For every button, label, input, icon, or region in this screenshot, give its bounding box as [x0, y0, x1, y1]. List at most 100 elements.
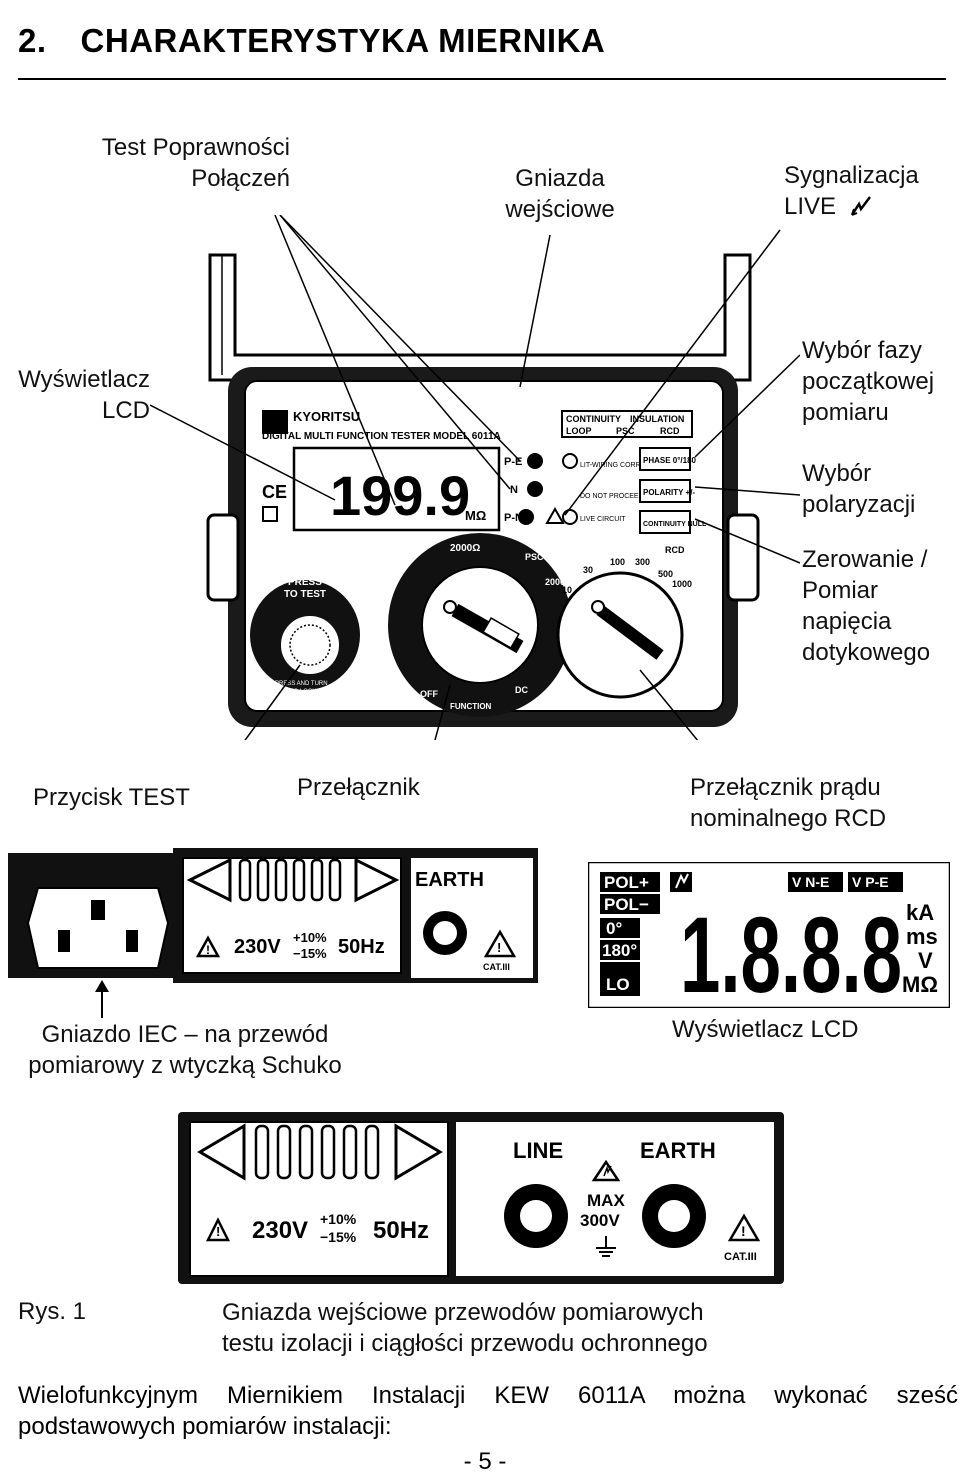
- label-test-connections: Test Poprawności Połączeń: [101, 134, 290, 192]
- label-input-sockets: Gniazda wejściowe: [505, 165, 615, 223]
- svg-text:LIVE CIRCUIT: LIVE CIRCUIT: [580, 516, 626, 523]
- label-live-signal: Sygnalizacja LIVE: [784, 162, 919, 220]
- label-function-switch: Przełącznik: [297, 774, 420, 801]
- svg-text:300: 300: [635, 557, 650, 567]
- section-title: CHARAKTERYSTYKA MIERNIKA: [80, 22, 606, 59]
- continuity-null-button[interactable]: [639, 510, 691, 534]
- svg-text:RCD: RCD: [665, 545, 685, 555]
- label-lcd-top: Wyświetlacz LCD: [18, 366, 150, 424]
- rcd-dial[interactable]: [556, 571, 684, 699]
- warning-icon-left: [205, 1217, 231, 1242]
- svg-text:+10%: +10%: [320, 1211, 357, 1227]
- svg-text:CONTINUITY: CONTINUITY: [566, 414, 621, 424]
- svg-text:POL+: POL+: [604, 873, 649, 892]
- svg-text:LOOP: LOOP: [566, 426, 592, 436]
- heading-rule: [18, 78, 946, 80]
- svg-text:DO NOT PROCEED: DO NOT PROCEED: [580, 493, 644, 500]
- svg-text:V: V: [918, 948, 933, 973]
- svg-text:−15%: −15%: [293, 946, 327, 961]
- svg-text:MAX: MAX: [587, 1191, 625, 1210]
- svg-text:V P-E: V P-E: [852, 874, 889, 890]
- svg-text:PSC: PSC: [616, 426, 635, 436]
- label-test-button: Przycisk TEST: [33, 784, 190, 811]
- svg-text:LINE: LINE: [513, 1138, 563, 1163]
- svg-text:PSC: PSC: [525, 552, 544, 562]
- label-iec-socket: Gniazdo IEC – na przewód pomiarowy z wty…: [28, 1021, 342, 1079]
- svg-text:LO: LO: [606, 975, 630, 994]
- svg-text:230V: 230V: [234, 936, 281, 958]
- lcd-digits: 1.8.8.8: [680, 894, 902, 1008]
- svg-text:DC: DC: [515, 685, 528, 695]
- svg-text:300V: 300V: [580, 1211, 620, 1230]
- figure-caption: Gniazda wejściowe przewodów pomiarowych …: [222, 1299, 708, 1357]
- meter-illustration: KYORITSU DIGITAL MULTI FUNCTION TESTER M…: [150, 215, 800, 740]
- ground-icon: [596, 1236, 616, 1257]
- svg-text:V N-E: V N-E: [792, 874, 829, 890]
- warning-icon: [195, 935, 221, 958]
- svg-text:50Hz: 50Hz: [338, 936, 385, 958]
- svg-text:100: 100: [610, 557, 625, 567]
- label-zero-touch: Zerowanie / Pomiar napięcia dotykowego: [802, 546, 931, 666]
- brand-text: KYORITSU: [293, 409, 360, 424]
- svg-text:EARTH: EARTH: [640, 1138, 716, 1163]
- live-warning-icon: [850, 196, 871, 216]
- svg-text:2000Ω: 2000Ω: [450, 543, 480, 554]
- leader-lines: [150, 215, 800, 740]
- svg-text:MΩ: MΩ: [465, 508, 486, 523]
- svg-text:TO TEST: TO TEST: [284, 589, 326, 600]
- svg-text:180°: 180°: [602, 941, 637, 960]
- lcd-panel: POL+ POL− 0° 180° LO V N-E V P-E 1.8.8.8…: [588, 862, 950, 1008]
- svg-text:kA: kA: [906, 900, 934, 925]
- svg-text:CAT.III: CAT.III: [724, 1251, 757, 1263]
- svg-text:N: N: [510, 484, 518, 496]
- svg-text:FUNCTION: FUNCTION: [450, 702, 492, 711]
- label-rcd-current-switch: Przełącznik prądu nominalnego RCD: [690, 774, 887, 832]
- svg-text:PRESS AND TURN: PRESS AND TURN: [275, 681, 328, 687]
- section-heading: 2. CHARAKTERYSTYKA MIERNIKA: [18, 22, 605, 60]
- svg-text:PRESS: PRESS: [288, 577, 322, 588]
- svg-text:TO LOCK: TO LOCK: [290, 689, 316, 695]
- svg-text:CAT.III: CAT.III: [483, 962, 510, 972]
- svg-text:MΩ: MΩ: [902, 972, 938, 997]
- svg-text:P-E: P-E: [504, 456, 522, 468]
- svg-text:230V: 230V: [252, 1217, 308, 1244]
- svg-text:LOOP: LOOP: [388, 555, 414, 565]
- figure-label: Rys. 1: [18, 1298, 87, 1325]
- phase-button[interactable]: [639, 447, 691, 471]
- warning-icon-right: [727, 1213, 761, 1242]
- svg-text:2000A: 2000A: [545, 577, 572, 587]
- page-number: - 5 -: [463, 1448, 507, 1475]
- svg-text:PHASE 0°/180: PHASE 0°/180: [643, 456, 697, 465]
- top-lcd-display: [292, 446, 501, 532]
- svg-text:10: 10: [562, 585, 572, 595]
- svg-text:!: !: [206, 943, 210, 957]
- svg-text:!: !: [497, 940, 501, 955]
- line-earth-panel: ! 230V +10% −15% 50Hz LINE EARTH MAX 300…: [178, 1112, 784, 1284]
- arrow-up-icon: [95, 980, 109, 1018]
- paragraph-line-1: Wielofunkcyjnym Miernikiem Instalacji KE…: [18, 1382, 958, 1409]
- svg-text:!: !: [741, 1223, 746, 1239]
- live-indicator-icon: [675, 873, 689, 889]
- lcd-reading: 199.9: [330, 464, 470, 527]
- section-number: 2.: [18, 22, 47, 59]
- svg-text:!: !: [216, 1224, 220, 1239]
- label-polarity-select: Wybór polaryzacji: [802, 460, 916, 518]
- svg-text:−15%: −15%: [320, 1229, 357, 1245]
- paragraph-line-2: podstawowych pomiarów instalacji:: [18, 1413, 392, 1440]
- polarity-button[interactable]: [639, 479, 691, 503]
- model-text: DIGITAL MULTI FUNCTION TESTER MODEL 6011…: [262, 431, 501, 442]
- label-phase-select: Wybór fazy początkowej pomiaru: [802, 337, 935, 426]
- svg-text:INSULATION: INSULATION: [630, 414, 684, 424]
- svg-text:1000: 1000: [672, 579, 692, 589]
- iec-panel: ! 230V +10% −15% 50Hz EARTH ! CAT.III: [8, 848, 538, 983]
- svg-text:OFF: OFF: [420, 689, 438, 699]
- svg-text:50Hz: 50Hz: [373, 1217, 429, 1244]
- svg-text:LIT-WIRING CORRECT: LIT-WIRING CORRECT: [580, 462, 655, 469]
- svg-text:RCD: RCD: [660, 426, 680, 436]
- high-voltage-icon: [603, 1165, 612, 1177]
- svg-text:CONTINUITY NULL: CONTINUITY NULL: [643, 521, 707, 528]
- svg-text:POL−: POL−: [604, 895, 649, 914]
- label-lcd-bottom: Wyświetlacz LCD: [672, 1016, 859, 1043]
- svg-text:POLARITY +/-: POLARITY +/-: [643, 488, 695, 497]
- svg-text:30: 30: [583, 565, 593, 575]
